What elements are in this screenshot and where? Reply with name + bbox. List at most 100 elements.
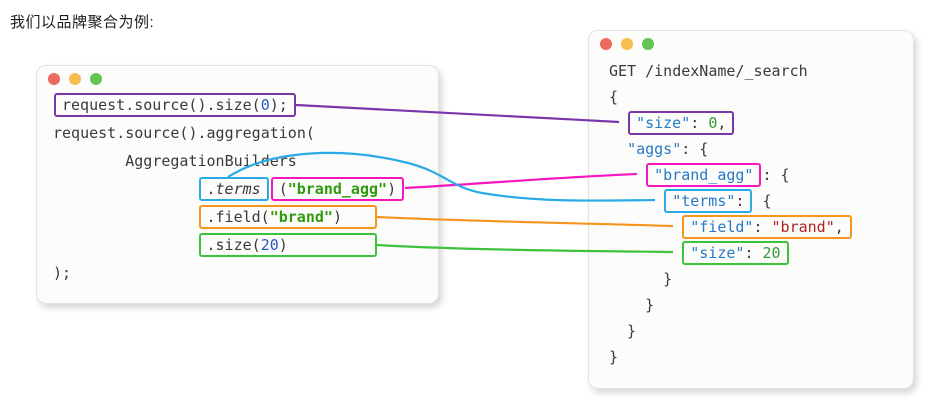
code-token: "size" [690,244,745,262]
code-token: , [717,114,727,132]
highlight-box-purple: request.source().size(0); [54,93,296,117]
zoom-button-icon[interactable] [90,73,102,85]
code-token [609,166,645,184]
code-line: } [609,266,913,292]
code-text [609,166,645,184]
code-token: 0 [260,96,270,114]
code-line: } [609,292,913,318]
page-title: 我们以品牌聚合为例: [10,14,155,31]
code-text: request.source().aggregation( [53,124,315,142]
code-line: } [609,318,913,344]
code-line: "size": 20 [609,240,913,266]
code-token: . [206,180,216,198]
code-line: request.source().size(0); [53,91,438,119]
code-token: "terms" [672,192,736,210]
code-token [609,140,627,158]
code-token [609,218,681,236]
code-line: "aggs": { [609,136,913,162]
code-token: ) [278,236,288,254]
highlight-box-green: "size": 20 [682,241,789,265]
minimize-button-icon[interactable] [69,73,81,85]
close-button-icon[interactable] [48,73,60,85]
code-token: 20 [260,236,279,254]
code-line: { [609,84,913,110]
code-token: "brand" [771,218,835,236]
code-line: "size": 0, [609,110,913,136]
code-text [53,236,198,254]
code-token [609,114,627,132]
code-text [609,244,681,262]
code-token: request.source().size( [62,96,261,114]
code-token: GET /indexName/_search [609,62,808,80]
code-text: { [753,192,771,210]
code-token: "brand_agg" [654,166,754,184]
code-line: "field": "brand", [609,214,913,240]
code-line: request.source().aggregation( [53,119,438,147]
window-titlebar [589,31,913,54]
code-text [53,208,198,226]
code-token: ) [332,208,342,226]
code-token: 0 [708,114,718,132]
code-token [53,180,198,198]
highlight-box-orange: "field": "brand", [682,215,852,239]
code-token: : [735,192,745,210]
code-token: "field" [690,218,754,236]
code-line: GET /indexName/_search [609,58,913,84]
code-text: } [609,270,672,288]
code-token: terms [215,180,261,198]
dsl-code-area: GET /indexName/_search { "size": 0, "aggs… [589,54,913,370]
highlight-box-orange: .field("brand") [198,205,377,229]
code-text [609,218,681,236]
code-text [609,192,663,210]
code-token: "size" [636,114,691,132]
code-token [53,208,198,226]
minimize-button-icon[interactable] [621,38,633,50]
close-button-icon[interactable] [600,38,612,50]
highlight-box-magenta: "brand_agg" [646,163,762,187]
highlight-box-magenta: ("brand_agg") [270,177,405,201]
code-token: } [609,296,655,314]
code-text: : { [762,166,789,184]
code-token: { [609,88,619,106]
code-token: : [753,218,772,236]
code-line: "brand_agg" : { [609,162,913,188]
code-token [609,192,663,210]
code-token: "aggs" [627,140,682,158]
code-token: } [609,322,637,340]
code-token: : { [681,140,709,158]
code-token [53,236,198,254]
dsl-query-window: GET /indexName/_search { "size": 0, "aggs… [588,30,914,389]
code-token: { [753,192,772,210]
java-code-window: request.source().size(0);request.source(… [36,65,439,304]
code-token: ); [53,264,72,282]
code-token: : [690,114,709,132]
code-token: ) [387,180,397,198]
window-titlebar [37,66,438,89]
code-text: } [609,322,636,340]
code-token: request.source().aggregation( [53,124,315,142]
code-token: "brand_agg" [287,180,388,198]
code-text: { [609,88,618,106]
code-token: , [834,218,844,236]
code-token: "brand" [269,208,333,226]
java-code-area: request.source().size(0);request.source(… [37,89,438,287]
highlight-box-blue: "terms": [664,189,753,213]
highlight-box-green: .size(20) [198,233,377,257]
code-text: } [609,348,618,366]
code-text: GET /indexName/_search [609,62,808,80]
code-token: AggregationBuilders [53,152,297,170]
code-line: AggregationBuilders [53,147,438,175]
code-text [53,180,198,198]
code-token: : { [762,166,790,184]
highlight-box-purple: "size": 0, [628,111,735,135]
code-token: : [744,244,763,262]
code-token: } [609,270,673,288]
zoom-button-icon[interactable] [642,38,654,50]
code-token [609,244,681,262]
highlight-box-blue: .terms [198,177,269,201]
code-text: "aggs": { [609,140,708,158]
code-line: ); [53,259,438,287]
code-token: ( [278,180,288,198]
code-token: .size( [206,236,261,254]
